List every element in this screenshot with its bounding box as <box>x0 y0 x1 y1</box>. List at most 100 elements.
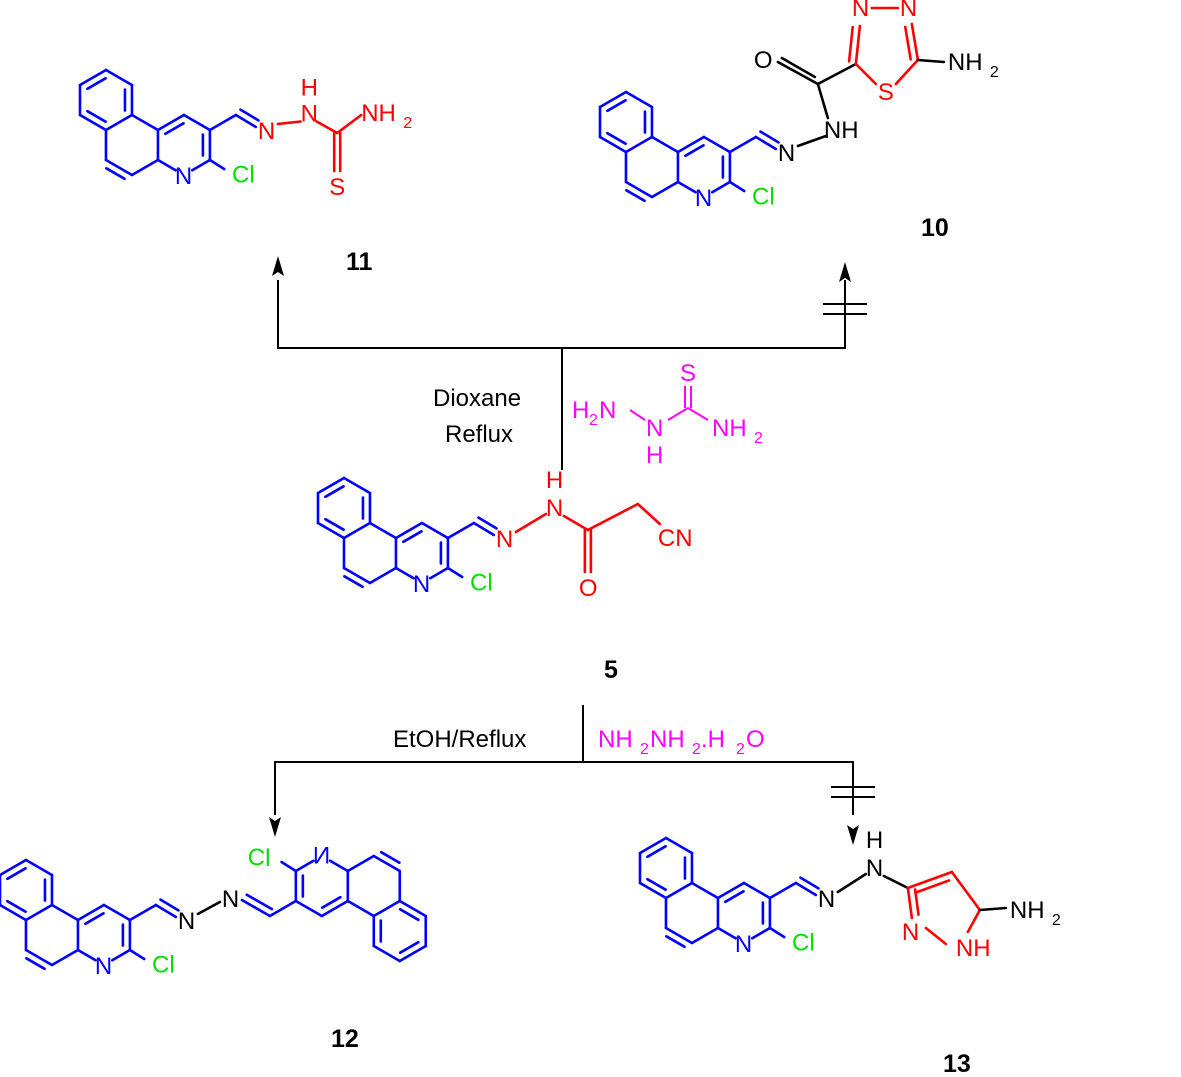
ring-bond <box>924 926 948 946</box>
ringC-bond <box>716 881 746 900</box>
ringC-bond <box>294 859 315 873</box>
ringB-bond-inner <box>625 189 646 203</box>
condition-dioxane: Dioxane <box>433 385 521 412</box>
ringA-bond <box>342 521 372 540</box>
ring-bond-inner <box>847 25 855 63</box>
reagent-nh2-sub: 2 <box>754 430 763 447</box>
co-bond-b <box>780 56 817 79</box>
azine-n1: N <box>178 908 195 935</box>
ringC-bond <box>190 158 212 172</box>
arrows <box>274 280 875 815</box>
co-ch2-bond <box>586 502 640 532</box>
ringC-bond <box>428 566 450 580</box>
n-ring-bond <box>882 874 910 890</box>
imine-n: N <box>818 886 835 913</box>
hydrazine-p3: .H <box>701 726 725 753</box>
c-cl-bond <box>280 860 298 873</box>
ringB-bond <box>650 135 680 154</box>
ring-bond <box>854 24 862 66</box>
ringA-bond <box>24 858 54 877</box>
ringB-bond-inner <box>105 167 126 181</box>
ringA-bond <box>664 836 694 855</box>
hydrazine-s2: 2 <box>692 741 701 758</box>
amino-sub: 2 <box>990 64 999 81</box>
reagent-nh-h: H <box>646 442 663 469</box>
thiadiazole-n4: N <box>900 0 917 22</box>
imine-bond-2 <box>240 898 272 918</box>
ringA-bond <box>398 944 428 963</box>
ringC-bond <box>76 903 106 922</box>
ringA-bond <box>78 68 108 87</box>
c3-ch-bond <box>728 135 758 154</box>
ringA-bond <box>316 521 346 540</box>
ringC-bond <box>76 948 97 962</box>
ringA-bond-inner <box>324 485 345 499</box>
ring-bond-inner <box>903 25 912 61</box>
imine-bond-inner <box>799 876 820 890</box>
ringB-bond <box>690 926 720 945</box>
ringB-bond-inner <box>379 850 401 864</box>
label-compound-13: 13 <box>943 1050 971 1077</box>
ringB-bond <box>346 899 376 918</box>
ringC-bond <box>294 899 324 918</box>
ringB-bond <box>624 180 654 199</box>
compound-10-core: N Cl <box>598 90 780 212</box>
top-arrow-path <box>277 280 846 349</box>
hydrazine-p1: NH <box>598 726 633 753</box>
ringA-bond <box>398 899 428 918</box>
arrowhead-to-11 <box>272 256 284 276</box>
pyrazole-n2: N <box>902 919 919 946</box>
reagent-s: S <box>680 360 696 387</box>
reagent-h2n-h: H <box>572 397 589 424</box>
hydrazone-n: N <box>866 855 883 882</box>
ring-nitrogen: N <box>735 931 752 958</box>
ring-bond <box>906 870 954 890</box>
nitrile-cn: CN <box>658 525 693 552</box>
label-compound-5: 5 <box>604 656 618 684</box>
ringC-bond-inner <box>320 895 342 909</box>
ringB-bond-inner <box>665 935 686 949</box>
ring-bond <box>906 886 914 920</box>
ringA-bond <box>342 476 372 495</box>
c3-ch-bond <box>446 521 476 540</box>
hydrazone-h: H <box>866 827 883 854</box>
thiadiazole-n3: N <box>852 0 869 22</box>
ringA-bond <box>104 68 134 87</box>
ringB-bond <box>50 903 80 922</box>
ringA-bond <box>104 113 134 132</box>
reagent-h2n-sub: 2 <box>589 412 598 429</box>
amino-nh: NH <box>948 49 983 76</box>
ringC-bond <box>702 135 732 154</box>
ring-nh2-bond <box>916 58 946 64</box>
ringA-bond-inner <box>606 99 627 113</box>
c-cl-bond <box>446 566 464 579</box>
ring-nitrogen: N <box>695 185 712 212</box>
chlorine-atom: Cl <box>792 930 815 957</box>
amide-h: H <box>546 467 563 494</box>
arrowhead-to-10 <box>839 262 851 282</box>
ringA-bond <box>598 90 628 109</box>
imine-bond-2-inner <box>245 893 274 911</box>
compound-12-core-right: NCl <box>248 841 428 963</box>
imine-bond-inner <box>239 108 260 122</box>
ringB-bond <box>368 521 398 540</box>
ringB-bond <box>346 854 376 873</box>
label-compound-10: 10 <box>921 214 949 242</box>
ringC-bond <box>750 926 772 940</box>
ringA-bond-inner <box>398 908 420 922</box>
chlorine-atom: Cl <box>752 184 775 211</box>
chlorine-atom: Cl <box>248 843 271 870</box>
ring-bond <box>966 908 982 934</box>
imine-bond <box>794 881 818 897</box>
ringC-bond <box>716 926 737 940</box>
c-nh2-bond <box>335 113 363 135</box>
ringC-bond-inner <box>724 890 745 904</box>
ring-nitrogen: N <box>95 953 112 980</box>
ringB-bond <box>690 881 720 900</box>
c3-ch-bond <box>208 113 238 132</box>
ringC-bond <box>742 881 772 900</box>
